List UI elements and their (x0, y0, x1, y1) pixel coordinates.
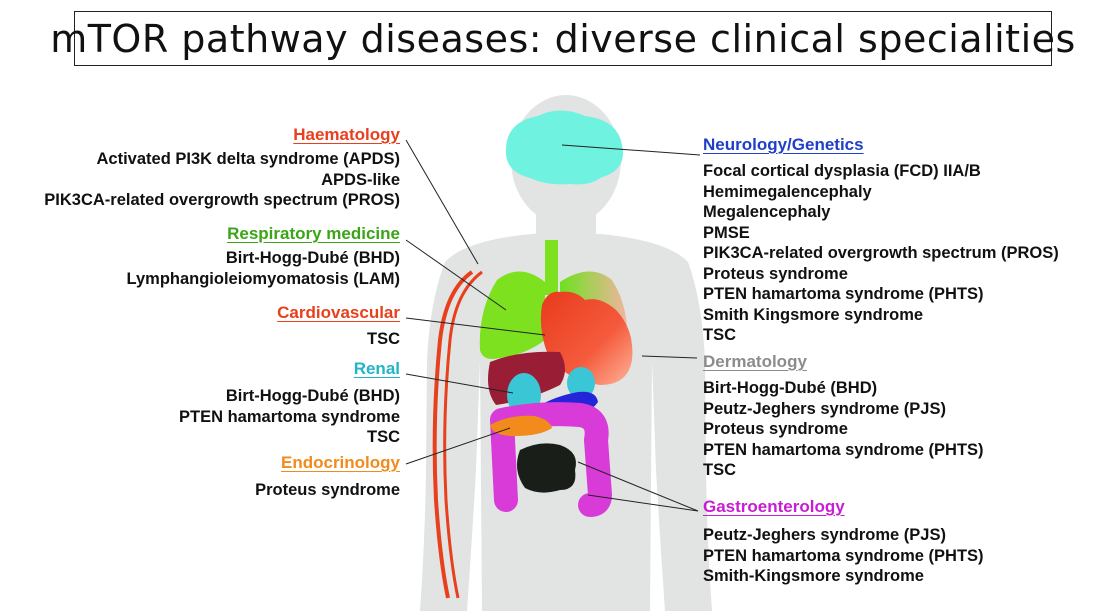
list-item: PTEN hamartoma syndrome (PHTS) (703, 285, 984, 303)
page-title: mTOR pathway diseases: diverse clinical … (50, 16, 1076, 61)
pointer-dermatology (641, 355, 698, 359)
blood-vessel-inner (443, 270, 483, 599)
list-item: Birt-Hogg-Dubé (BHD) (703, 379, 878, 397)
list-item: PIK3CA-related overgrowth spectrum (PROS… (703, 244, 1059, 262)
list-item: Smith-Kingsmore syndrome (703, 567, 924, 585)
list-item: PTEN hamartoma syndrome (PHTS) (703, 546, 984, 565)
list-item: TSC (367, 330, 400, 348)
dermatology-list: Birt-Hogg-Dubé (BHD) Peutz-Jeghers syndr… (703, 378, 984, 481)
list-item: PTEN hamartoma syndrome (179, 407, 400, 426)
renal-list: Birt-Hogg-Dubé (BHD) PTEN hamartoma synd… (179, 386, 400, 448)
list-item: Hemimegalencephaly (703, 182, 872, 201)
list-item: Peutz-Jeghers syndrome (PJS) (703, 399, 946, 418)
left-lung-organ (479, 271, 545, 359)
cardiovascular-heading: Cardiovascular (277, 303, 400, 322)
list-item: TSC (703, 326, 736, 344)
brain-organ (505, 110, 624, 185)
list-item: Peutz-Jeghers syndrome (PJS) (703, 526, 946, 544)
list-item: Proteus syndrome (255, 481, 400, 499)
respiratory-heading: Respiratory medicine (227, 224, 400, 243)
haematology-heading: Haematology (293, 125, 400, 144)
gastroenterology-heading: Gastroenterology (703, 497, 845, 516)
list-item: Proteus syndrome (703, 264, 848, 283)
pointer-gastro-1 (577, 461, 699, 512)
respiratory-list: Birt-Hogg-Dubé (BHD) Lymphangioleiomyoma… (127, 248, 401, 289)
pointer-respiratory (405, 239, 507, 311)
list-item: APDS-like (321, 170, 400, 189)
adrenal-organ (490, 415, 552, 436)
list-item: Birt-Hogg-Dubé (BHD) (225, 249, 400, 267)
right-kidney-organ (567, 367, 595, 399)
pointer-haematology (405, 139, 479, 265)
renal-block: Renal Birt-Hogg-Dubé (BHD) PTEN hamartom… (179, 359, 400, 448)
neurology-block: Neurology/Genetics Focal cortical dyspla… (703, 135, 1059, 346)
pointer-endocrinology (405, 427, 511, 465)
list-item: PTEN hamartoma syndrome (PHTS) (703, 440, 984, 459)
pointer-lines (405, 139, 701, 512)
gastroenterology-block: Gastroenterology Peutz-Jeghers syndrome … (703, 497, 984, 587)
small-intestine-organ (516, 443, 576, 493)
trachea-organ (545, 240, 558, 295)
endocrinology-list: Proteus syndrome (255, 480, 400, 501)
dermatology-heading: Dermatology (703, 352, 807, 371)
respiratory-block: Respiratory medicine Birt-Hogg-Dubé (BHD… (127, 224, 401, 289)
pointer-gastro-2 (587, 494, 699, 512)
pointer-renal (405, 373, 514, 394)
list-item: Focal cortical dysplasia (FCD) IIA/B (703, 162, 981, 180)
haematology-block: Haematology Activated PI3K delta syndrom… (44, 125, 400, 211)
haematology-list: Activated PI3K delta syndrome (APDS) APD… (44, 149, 400, 211)
list-item: Activated PI3K delta syndrome (APDS) (96, 150, 401, 168)
list-item: TSC (367, 428, 400, 446)
cardiovascular-block: Cardiovascular TSC (277, 303, 400, 350)
list-item: PMSE (703, 223, 750, 242)
list-item: Megalencephaly (703, 203, 831, 221)
cardiovascular-list: TSC (277, 329, 400, 350)
list-item: Smith Kingsmore syndrome (703, 305, 924, 324)
neurology-heading: Neurology/Genetics (703, 135, 864, 154)
gastroenterology-list: Peutz-Jeghers syndrome (PJS) PTEN hamart… (703, 525, 984, 587)
blood-vessel (432, 270, 474, 599)
endocrinology-block: Endocrinology Proteus syndrome (255, 453, 400, 501)
list-item: TSC (703, 461, 736, 479)
pointer-cardiovascular (405, 317, 546, 336)
endocrinology-heading: Endocrinology (281, 453, 400, 472)
title-box: mTOR pathway diseases: diverse clinical … (50, 11, 1075, 66)
list-item: PIK3CA-related overgrowth spectrum (PROS… (44, 191, 400, 209)
dermatology-block: Dermatology Birt-Hogg-Dubé (BHD) Peutz-J… (703, 352, 984, 481)
neurology-list: Focal cortical dysplasia (FCD) IIA/B Hem… (703, 161, 1059, 346)
pointer-neurology (561, 144, 701, 156)
list-item: Lymphangioleiomyomatosis (LAM) (126, 269, 401, 288)
list-item: Proteus syndrome (703, 420, 848, 438)
list-item: Birt-Hogg-Dubé (BHD) (225, 387, 400, 405)
large-intestine-organ (490, 402, 612, 517)
renal-heading: Renal (353, 359, 400, 378)
